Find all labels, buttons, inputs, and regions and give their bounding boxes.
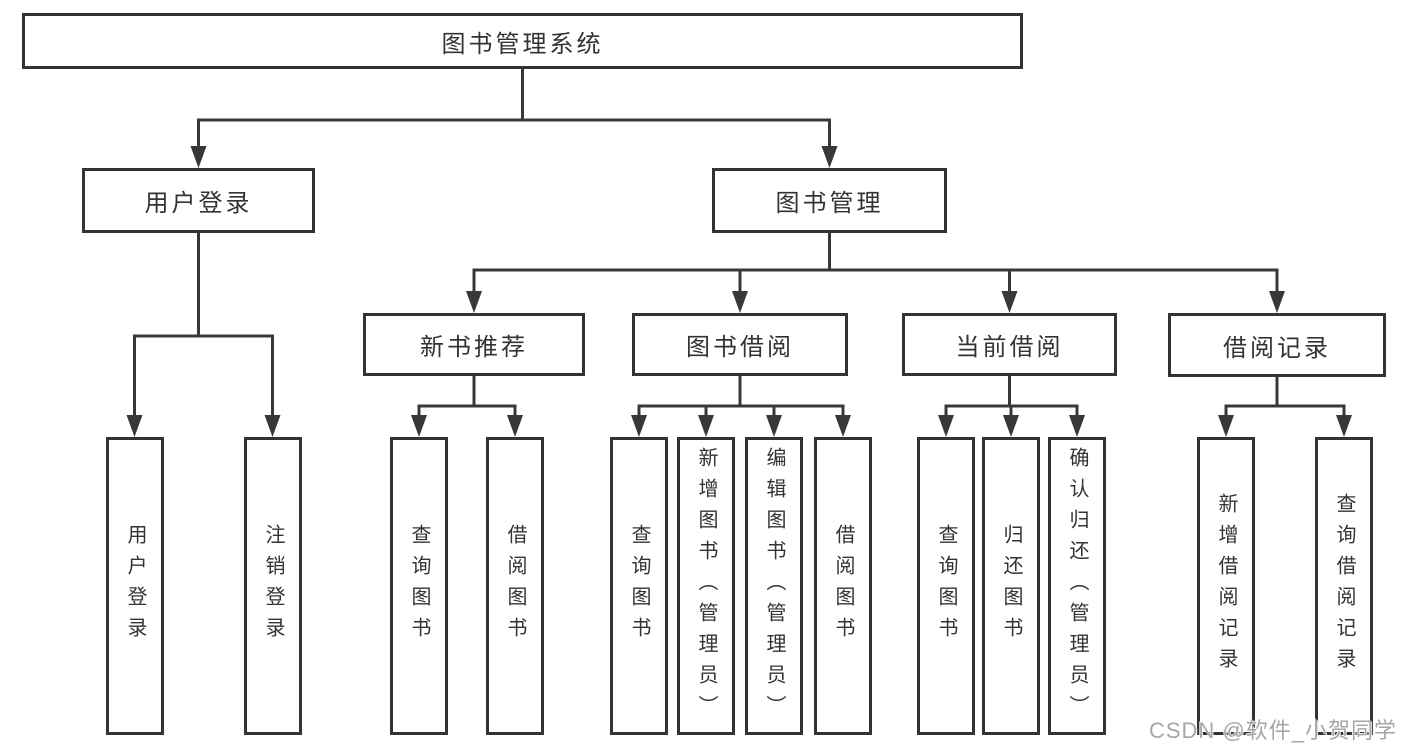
leaf-logout: 注销登录 xyxy=(244,437,302,735)
node-book-borrowing: 图书借阅 xyxy=(632,313,848,376)
arrowhead xyxy=(835,415,851,437)
arrowhead xyxy=(766,415,782,437)
node-borrowing-records: 借阅记录 xyxy=(1168,313,1386,377)
node-library-system: 图书管理系统 xyxy=(22,13,1023,69)
leaf-current-return-books: 归还图书 xyxy=(982,437,1040,735)
arrowhead xyxy=(732,291,748,313)
arrowhead xyxy=(1069,415,1085,437)
arrowhead xyxy=(1218,415,1234,437)
arrowhead xyxy=(1269,291,1285,313)
leaf-current-confirm-return-admin: 确认归还（管理员） xyxy=(1048,437,1106,735)
arrowhead xyxy=(190,146,207,168)
arrowhead xyxy=(466,291,482,313)
connector-book-borrowing-children xyxy=(631,374,851,437)
arrowhead xyxy=(507,415,523,437)
csdn-watermark: CSDN @软件_小贺同学 xyxy=(1148,718,1397,743)
arrowhead xyxy=(698,415,714,437)
arrowhead xyxy=(1336,415,1352,437)
arrowhead xyxy=(411,415,427,437)
arrowhead xyxy=(126,415,143,437)
leaf-user-login: 用户登录 xyxy=(106,437,164,735)
connector-book-management-to-level2 xyxy=(466,233,1285,313)
leaf-current-query-books: 查询图书 xyxy=(917,437,975,735)
connector-user-login-children xyxy=(126,233,281,437)
connector-root-to-level1 xyxy=(190,69,838,168)
leaf-borrowing-query-books: 查询图书 xyxy=(610,437,668,735)
leaf-borrowing-borrow-books: 借阅图书 xyxy=(814,437,872,735)
arrowhead xyxy=(1003,415,1019,437)
connector-borrowing-records-children xyxy=(1218,377,1352,437)
node-user-login: 用户登录 xyxy=(82,168,315,233)
leaf-borrowing-edit-books-admin: 编辑图书（管理员） xyxy=(745,437,803,735)
connector-current-borrowing-children xyxy=(938,374,1085,437)
leaf-recommend-borrow-books: 借阅图书 xyxy=(486,437,544,735)
node-book-management: 图书管理 xyxy=(712,168,947,233)
arrowhead xyxy=(264,415,281,437)
arrowhead xyxy=(1001,291,1018,313)
arrowhead xyxy=(821,146,838,168)
node-new-book-recommendation: 新书推荐 xyxy=(363,313,585,376)
node-current-borrowing: 当前借阅 xyxy=(902,313,1117,376)
leaf-recommend-query-books: 查询图书 xyxy=(390,437,448,735)
arrowhead xyxy=(631,415,647,437)
connector-new-book-recommendation-children xyxy=(411,374,523,437)
leaf-records-query-record: 查询借阅记录 xyxy=(1315,437,1373,735)
arrowhead xyxy=(938,415,954,437)
leaf-borrowing-add-books-admin: 新增图书（管理员） xyxy=(677,437,735,735)
leaf-records-add-record: 新增借阅记录 xyxy=(1197,437,1255,735)
